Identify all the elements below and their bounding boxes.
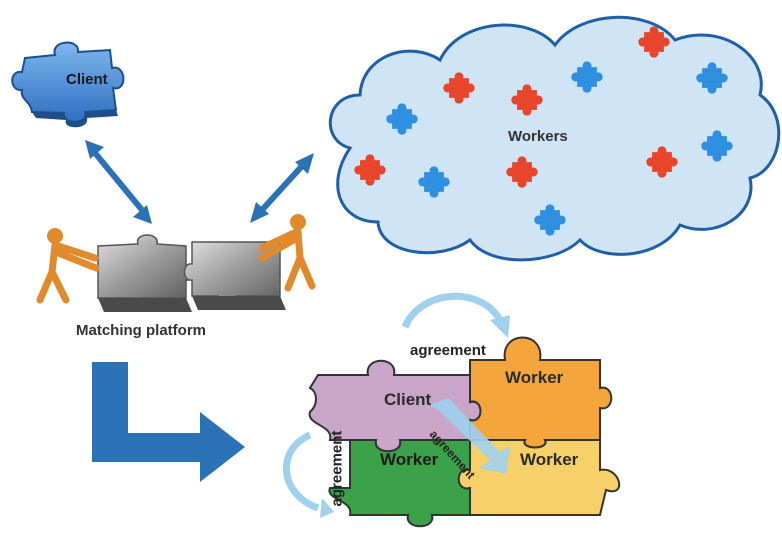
matching-platform-icon (36, 214, 316, 312)
workers-platform-arrow (250, 153, 314, 223)
workers-cloud (328, 15, 781, 262)
puzzle-worker-top-label: Worker (505, 368, 564, 387)
workers-label: Workers (508, 128, 568, 145)
matching-platform-label: Matching platform (76, 322, 206, 339)
agreement-left-label: agreement (328, 430, 346, 507)
agreement-top-label: agreement (410, 342, 486, 359)
puzzle-worker-left-label: Worker (380, 450, 439, 469)
puzzle-worker-orange-piece (469, 336, 613, 449)
client-puzzle-icon (11, 41, 125, 128)
agreement-puzzle (283, 293, 621, 528)
puzzle-client-label: Client (384, 390, 432, 409)
client-label: Client (66, 71, 108, 88)
client-platform-arrow (85, 140, 152, 224)
flow-arrow (92, 362, 245, 482)
puzzle-worker-right-label: Worker (520, 450, 579, 469)
